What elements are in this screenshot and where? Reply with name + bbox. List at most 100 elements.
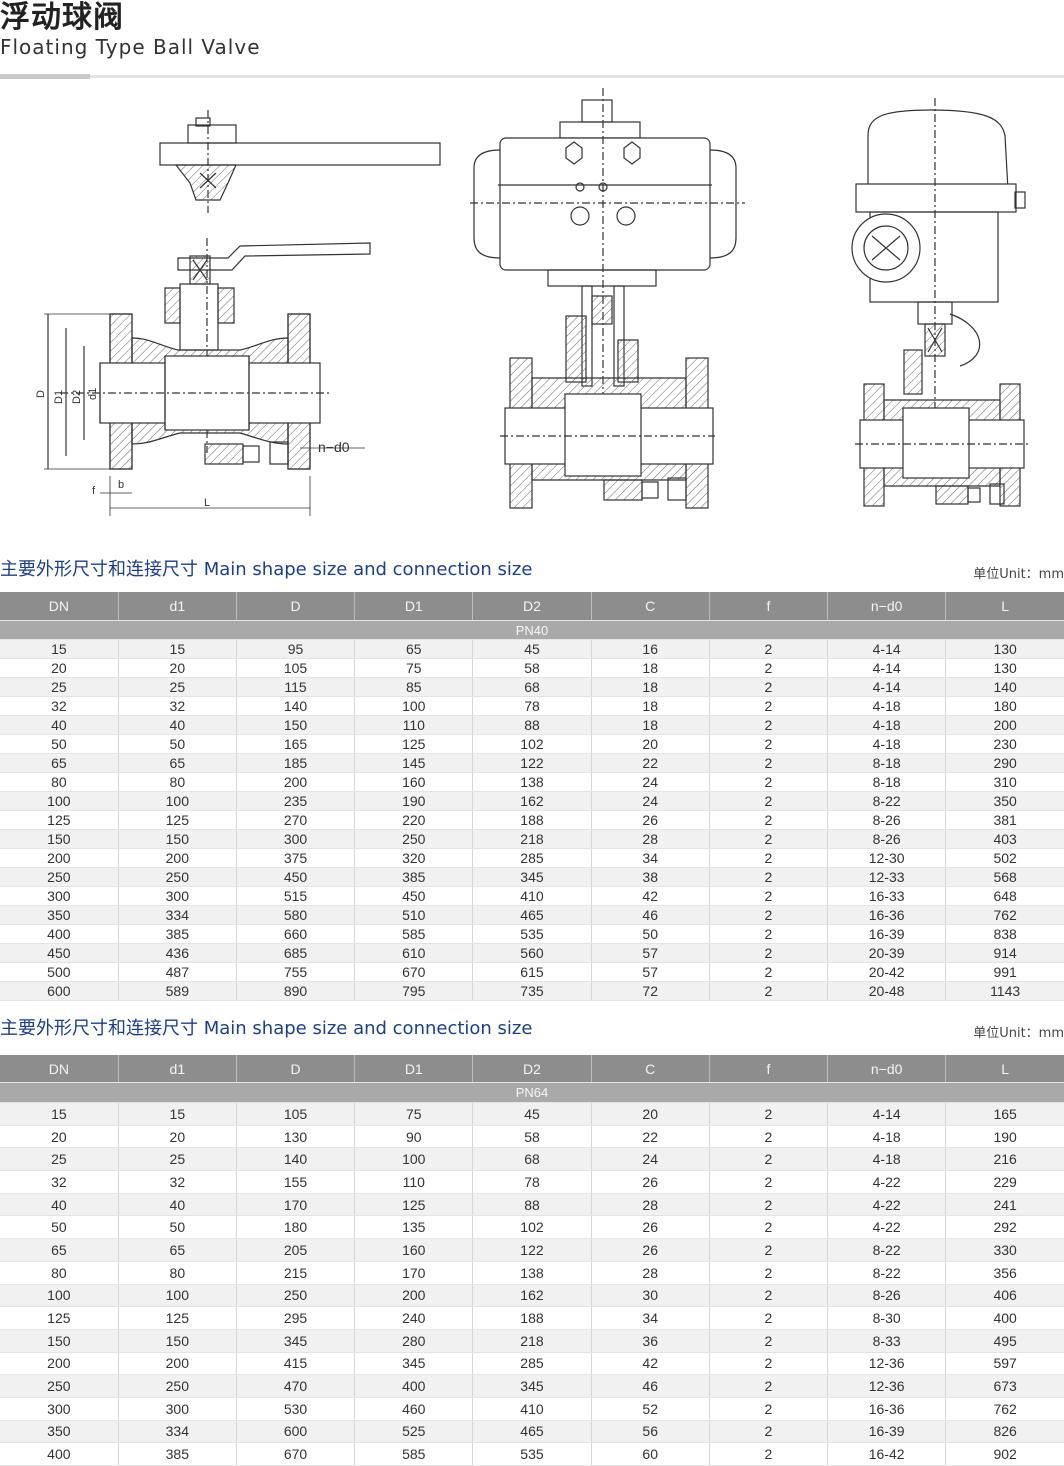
table-cell: 125 <box>117 1306 237 1330</box>
table-cell: 50 <box>590 924 710 944</box>
table-cell: 190 <box>354 791 473 811</box>
table-cell: 670 <box>235 1442 355 1466</box>
table-cell: 150 <box>117 829 237 849</box>
table-cell: 20 <box>0 658 119 678</box>
table-cell: 110 <box>354 1170 473 1194</box>
table-cell: 60 <box>590 1442 710 1466</box>
table-cell: 450 <box>354 886 473 906</box>
table-cell: 125 <box>354 734 473 754</box>
table-cell: 16-33 <box>827 886 946 906</box>
table-cell: 356 <box>945 1261 1064 1285</box>
table-cell: 250 <box>235 1284 355 1308</box>
manual-ball-valve-drawing <box>44 110 441 516</box>
table-cell: 90 <box>354 1125 473 1149</box>
table-cell: 40 <box>117 715 237 735</box>
label-D1: D1 <box>53 390 65 404</box>
table-cell: 510 <box>354 905 473 925</box>
table-cell: 2 <box>708 715 828 735</box>
table-cell: 16-39 <box>827 924 946 944</box>
table-cell: 38 <box>590 867 710 887</box>
table-cell: 8-26 <box>827 1284 946 1308</box>
table-cell: 205 <box>235 1238 355 1262</box>
table-cell: 16 <box>590 639 710 659</box>
table-cell: 36 <box>590 1329 710 1353</box>
table-cell: 2 <box>708 1374 828 1398</box>
table-cell: 15 <box>117 639 237 659</box>
electric-ball-valve-drawing <box>851 98 1030 507</box>
table-cell: 32 <box>0 1170 119 1194</box>
table-cell: 902 <box>945 1442 1064 1466</box>
label-L: L <box>204 497 210 509</box>
table-cell: 410 <box>472 1397 592 1421</box>
table-cell: 270 <box>235 810 355 830</box>
table-cell: 100 <box>117 791 237 811</box>
table-cell: 400 <box>0 1442 119 1466</box>
table-cell: 15 <box>0 639 119 659</box>
table-cell: 125 <box>354 1193 473 1217</box>
table-cell: 58 <box>472 1125 592 1149</box>
table-cell: 80 <box>0 1261 119 1285</box>
table-cell: 16-42 <box>827 1442 946 1466</box>
table-cell: 2 <box>708 867 828 887</box>
table-cell: 2 <box>708 829 828 849</box>
table-cell: 65 <box>0 753 119 773</box>
table-cell: 648 <box>945 886 1064 906</box>
title-divider-accent <box>0 74 90 79</box>
table-cell: 88 <box>472 715 592 735</box>
table-cell: 515 <box>235 886 355 906</box>
table-cell: 22 <box>590 1125 710 1149</box>
table-cell: 20-39 <box>827 943 946 963</box>
col-dn: DN <box>0 592 119 621</box>
table-cell: 25 <box>117 1147 237 1172</box>
table-cell: 32 <box>0 696 119 716</box>
table-cell: 8-26 <box>827 810 946 830</box>
title-divider <box>0 75 1064 78</box>
table-cell: 465 <box>472 1420 592 1444</box>
table-cell: 2 <box>708 677 828 697</box>
table-cell: 300 <box>235 829 355 849</box>
table-cell: 495 <box>945 1329 1064 1353</box>
table-cell: 140 <box>235 1147 355 1172</box>
table-cell: 310 <box>945 772 1064 792</box>
table-cell: 80 <box>0 772 119 792</box>
table-cell: 290 <box>945 753 1064 773</box>
table-cell: 280 <box>354 1329 473 1353</box>
table-cell: 285 <box>472 1352 592 1376</box>
table-cell: 170 <box>235 1193 355 1217</box>
table-cell: 735 <box>472 981 592 1001</box>
table-cell: 200 <box>117 848 237 868</box>
table-cell: 16-36 <box>827 1397 946 1421</box>
table-cell: 28 <box>590 1193 710 1217</box>
table-cell: 12-33 <box>827 867 946 887</box>
table-cell: 2 <box>708 981 828 1001</box>
table-cell: 345 <box>354 1352 473 1376</box>
table-cell: 500 <box>0 962 119 982</box>
table-cell: 2 <box>708 772 828 792</box>
table-cell: 100 <box>354 696 473 716</box>
table-cell: 165 <box>235 734 355 754</box>
table-cell: 15 <box>117 1102 237 1126</box>
table-cell: 160 <box>354 772 473 792</box>
table-cell: 57 <box>590 943 710 963</box>
table-cell: 589 <box>117 981 237 1001</box>
table-cell: 150 <box>117 1329 237 1353</box>
table-cell: 4-14 <box>827 639 946 659</box>
table-cell: 190 <box>945 1125 1064 1149</box>
table-cell: 250 <box>0 1374 119 1398</box>
col-d1: d1 <box>117 1055 237 1083</box>
table-cell: 826 <box>945 1420 1064 1444</box>
table-cell: 460 <box>354 1397 473 1421</box>
table-cell: 2 <box>708 791 828 811</box>
table-cell: 406 <box>945 1284 1064 1308</box>
